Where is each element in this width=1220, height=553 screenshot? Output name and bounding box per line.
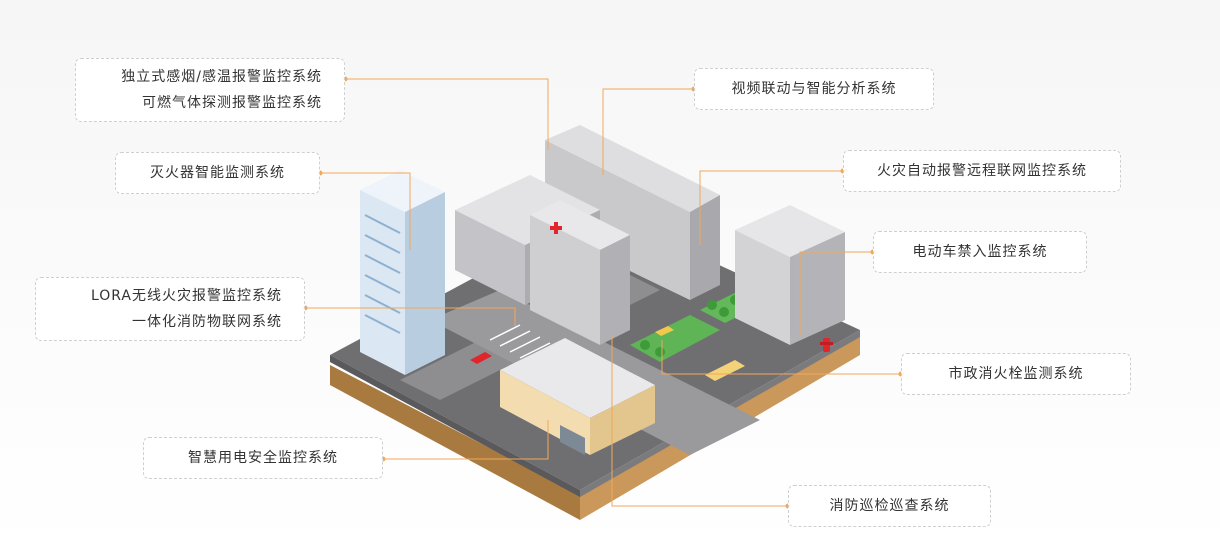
bus-icon bbox=[705, 360, 745, 381]
label-lora-system: LORA无线火灾报警监控系统 一体化消防物联网系统 bbox=[35, 277, 305, 341]
label-lora-line2: 一体化消防物联网系统 bbox=[132, 314, 282, 330]
label-video-analysis-system: 视频联动与智能分析系统 bbox=[694, 68, 934, 110]
label-electric-safety-system: 智慧用电安全监控系统 bbox=[143, 437, 383, 479]
blue-tower-roof bbox=[360, 170, 445, 212]
right-tower-side bbox=[790, 232, 845, 345]
mid-building-front bbox=[455, 210, 525, 305]
shop-entrance bbox=[560, 425, 585, 455]
blue-tower-side bbox=[405, 192, 445, 375]
hospital-cross-icon bbox=[550, 222, 562, 234]
label-lora-line1: LORA无线火灾报警监控系统 bbox=[90, 288, 282, 304]
right-tower-roof bbox=[735, 205, 845, 257]
grass-park-left bbox=[630, 315, 720, 362]
back-building-roof bbox=[545, 125, 720, 212]
label-smoke-line1: 独立式感烟/感温报警监控系统 bbox=[121, 69, 322, 85]
car-icon bbox=[470, 352, 492, 364]
label-smoke-line2: 可燃气体探测报警监控系统 bbox=[142, 95, 322, 111]
parking-lines bbox=[489, 324, 551, 359]
fire-hydrant-icon bbox=[820, 338, 833, 352]
right-tower-front bbox=[735, 230, 790, 345]
taxi-icon bbox=[655, 326, 674, 336]
label-smoke-gas-system: 独立式感烟/感温报警监控系统 可燃气体探测报警监控系统 bbox=[75, 58, 345, 122]
back-building-front bbox=[545, 140, 690, 300]
ground-soil-left bbox=[330, 365, 580, 520]
label-patrol-system: 消防巡检巡查系统 bbox=[788, 485, 991, 527]
label-ebike-ban-system: 电动车禁入监控系统 bbox=[873, 231, 1087, 273]
label-extinguisher-system: 灭火器智能监测系统 bbox=[115, 152, 320, 194]
hospital-side bbox=[600, 235, 630, 345]
shop-roof bbox=[500, 338, 655, 418]
hospital-roof bbox=[530, 200, 630, 250]
hospital-front bbox=[530, 215, 600, 345]
label-hydrant-system: 市政消火栓监测系统 bbox=[901, 353, 1131, 395]
shop-side bbox=[590, 385, 655, 455]
mid-building-roof bbox=[455, 175, 600, 245]
label-remote-alarm-system: 火灾自动报警远程联网监控系统 bbox=[843, 150, 1121, 192]
back-building-side bbox=[690, 195, 720, 300]
ground-plate-edge-left bbox=[330, 355, 580, 497]
blue-tower-windows bbox=[364, 214, 401, 334]
